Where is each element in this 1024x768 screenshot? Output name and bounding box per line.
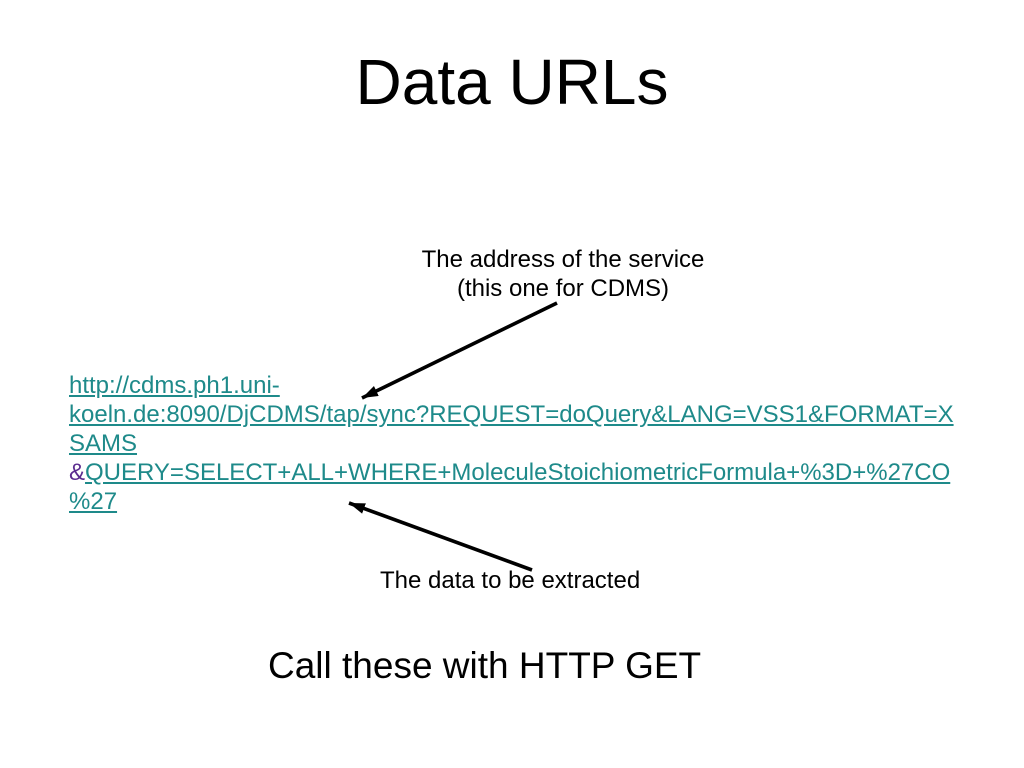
service-address-line2: (this one for CDMS): [456, 275, 670, 302]
data-extracted-label: The data to be extracted: [380, 567, 641, 594]
service-url: http://cdms.ph1.uni-koeln.de:8090/DjCDMS…: [69, 371, 954, 516]
http-get-note: Call these with HTTP GET: [268, 645, 702, 686]
url-line: http://cdms.ph1.uni-: [69, 371, 954, 400]
url-line: %27: [69, 487, 954, 516]
url-line: &QUERY=SELECT+ALL+WHERE+MoleculeStoichio…: [69, 458, 954, 487]
url-link-segment[interactable]: %27: [69, 488, 118, 515]
url-link-segment[interactable]: http://cdms.ph1.uni-: [69, 372, 280, 399]
url-line: koeln.de:8090/DjCDMS/tap/sync?REQUEST=do…: [69, 400, 954, 429]
slide-title: Data URLs: [355, 46, 669, 118]
url-link-segment[interactable]: SAMS: [69, 430, 138, 457]
url-ampersand: &: [69, 459, 86, 486]
url-link-segment[interactable]: koeln.de:8090/DjCDMS/tap/sync?REQUEST=do…: [69, 401, 954, 428]
service-address-label: The address of the service (this one for…: [413, 245, 713, 303]
url-link-segment[interactable]: QUERY=SELECT+ALL+WHERE+MoleculeStoichiom…: [85, 459, 951, 486]
service-address-line1: The address of the service: [421, 246, 705, 273]
url-line: SAMS: [69, 429, 954, 458]
